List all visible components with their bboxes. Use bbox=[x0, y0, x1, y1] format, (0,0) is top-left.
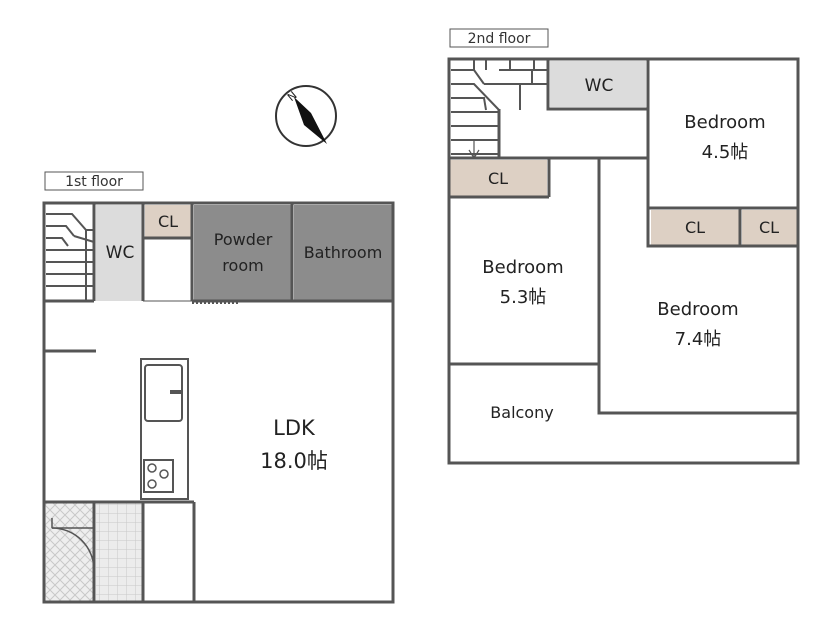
wc-room-1f bbox=[96, 205, 143, 301]
wc-room-2f bbox=[550, 61, 646, 107]
wc-label-1f: WC bbox=[106, 243, 135, 263]
closet-1f bbox=[145, 205, 192, 238]
entrance-door-swing bbox=[51, 527, 95, 571]
bathroom-label: Bathroom bbox=[304, 243, 383, 262]
closet-left-2f bbox=[450, 160, 547, 196]
ldk-label: LDK bbox=[273, 416, 316, 440]
wc-label-2f: WC bbox=[585, 76, 614, 96]
ldk-size: 18.0帖 bbox=[260, 449, 328, 473]
bathroom bbox=[294, 205, 392, 301]
entrance-floor bbox=[45, 502, 94, 602]
shoe-storage bbox=[96, 502, 143, 602]
first-floor-label: 1st floor bbox=[65, 174, 123, 190]
kitchen-counter bbox=[140, 358, 189, 500]
first-floor-label-box bbox=[44, 171, 144, 191]
stairs-1f bbox=[46, 213, 95, 301]
cl-left-label: CL bbox=[488, 169, 508, 188]
stairs-2f bbox=[451, 60, 548, 160]
bedroom3-size: 7.4帖 bbox=[675, 329, 722, 350]
cl-mid-label: CL bbox=[685, 218, 705, 237]
bedroom3-label: Bedroom bbox=[657, 299, 738, 320]
burner-icon bbox=[147, 479, 157, 489]
cl-right-label: CL bbox=[759, 218, 779, 237]
stove bbox=[143, 459, 174, 493]
stairs-arrow-icon bbox=[468, 140, 480, 160]
powder-label-line1: Powder bbox=[214, 230, 273, 249]
burner-icon bbox=[147, 463, 157, 473]
first-floor-outer-wall bbox=[42, 201, 395, 604]
bedroom1-size: 4.5帖 bbox=[702, 142, 749, 163]
faucet bbox=[170, 390, 182, 394]
second-floor: 2nd floor WC Bedroom 4.5帖 CL Bedroom 5.3… bbox=[447, 28, 800, 465]
closet-right-2f bbox=[742, 210, 797, 245]
cl-label-1f: CL bbox=[158, 212, 178, 231]
closet-mid-2f bbox=[651, 210, 740, 245]
bedroom2-size: 5.3帖 bbox=[500, 287, 547, 308]
balcony-label: Balcony bbox=[490, 403, 553, 422]
second-floor-label: 2nd floor bbox=[468, 31, 531, 47]
powder-room bbox=[194, 205, 292, 301]
compass-needle-icon bbox=[294, 97, 327, 144]
powder-label-line2: room bbox=[222, 256, 263, 275]
second-floor-outer-wall bbox=[447, 57, 800, 465]
bedroom2-label: Bedroom bbox=[482, 257, 563, 278]
second-floor-label-box bbox=[449, 28, 549, 48]
bedroom1-label: Bedroom bbox=[684, 112, 765, 133]
compass: N bbox=[275, 85, 337, 147]
first-floor: 1st floor bbox=[42, 171, 395, 604]
burner-icon bbox=[159, 469, 169, 479]
